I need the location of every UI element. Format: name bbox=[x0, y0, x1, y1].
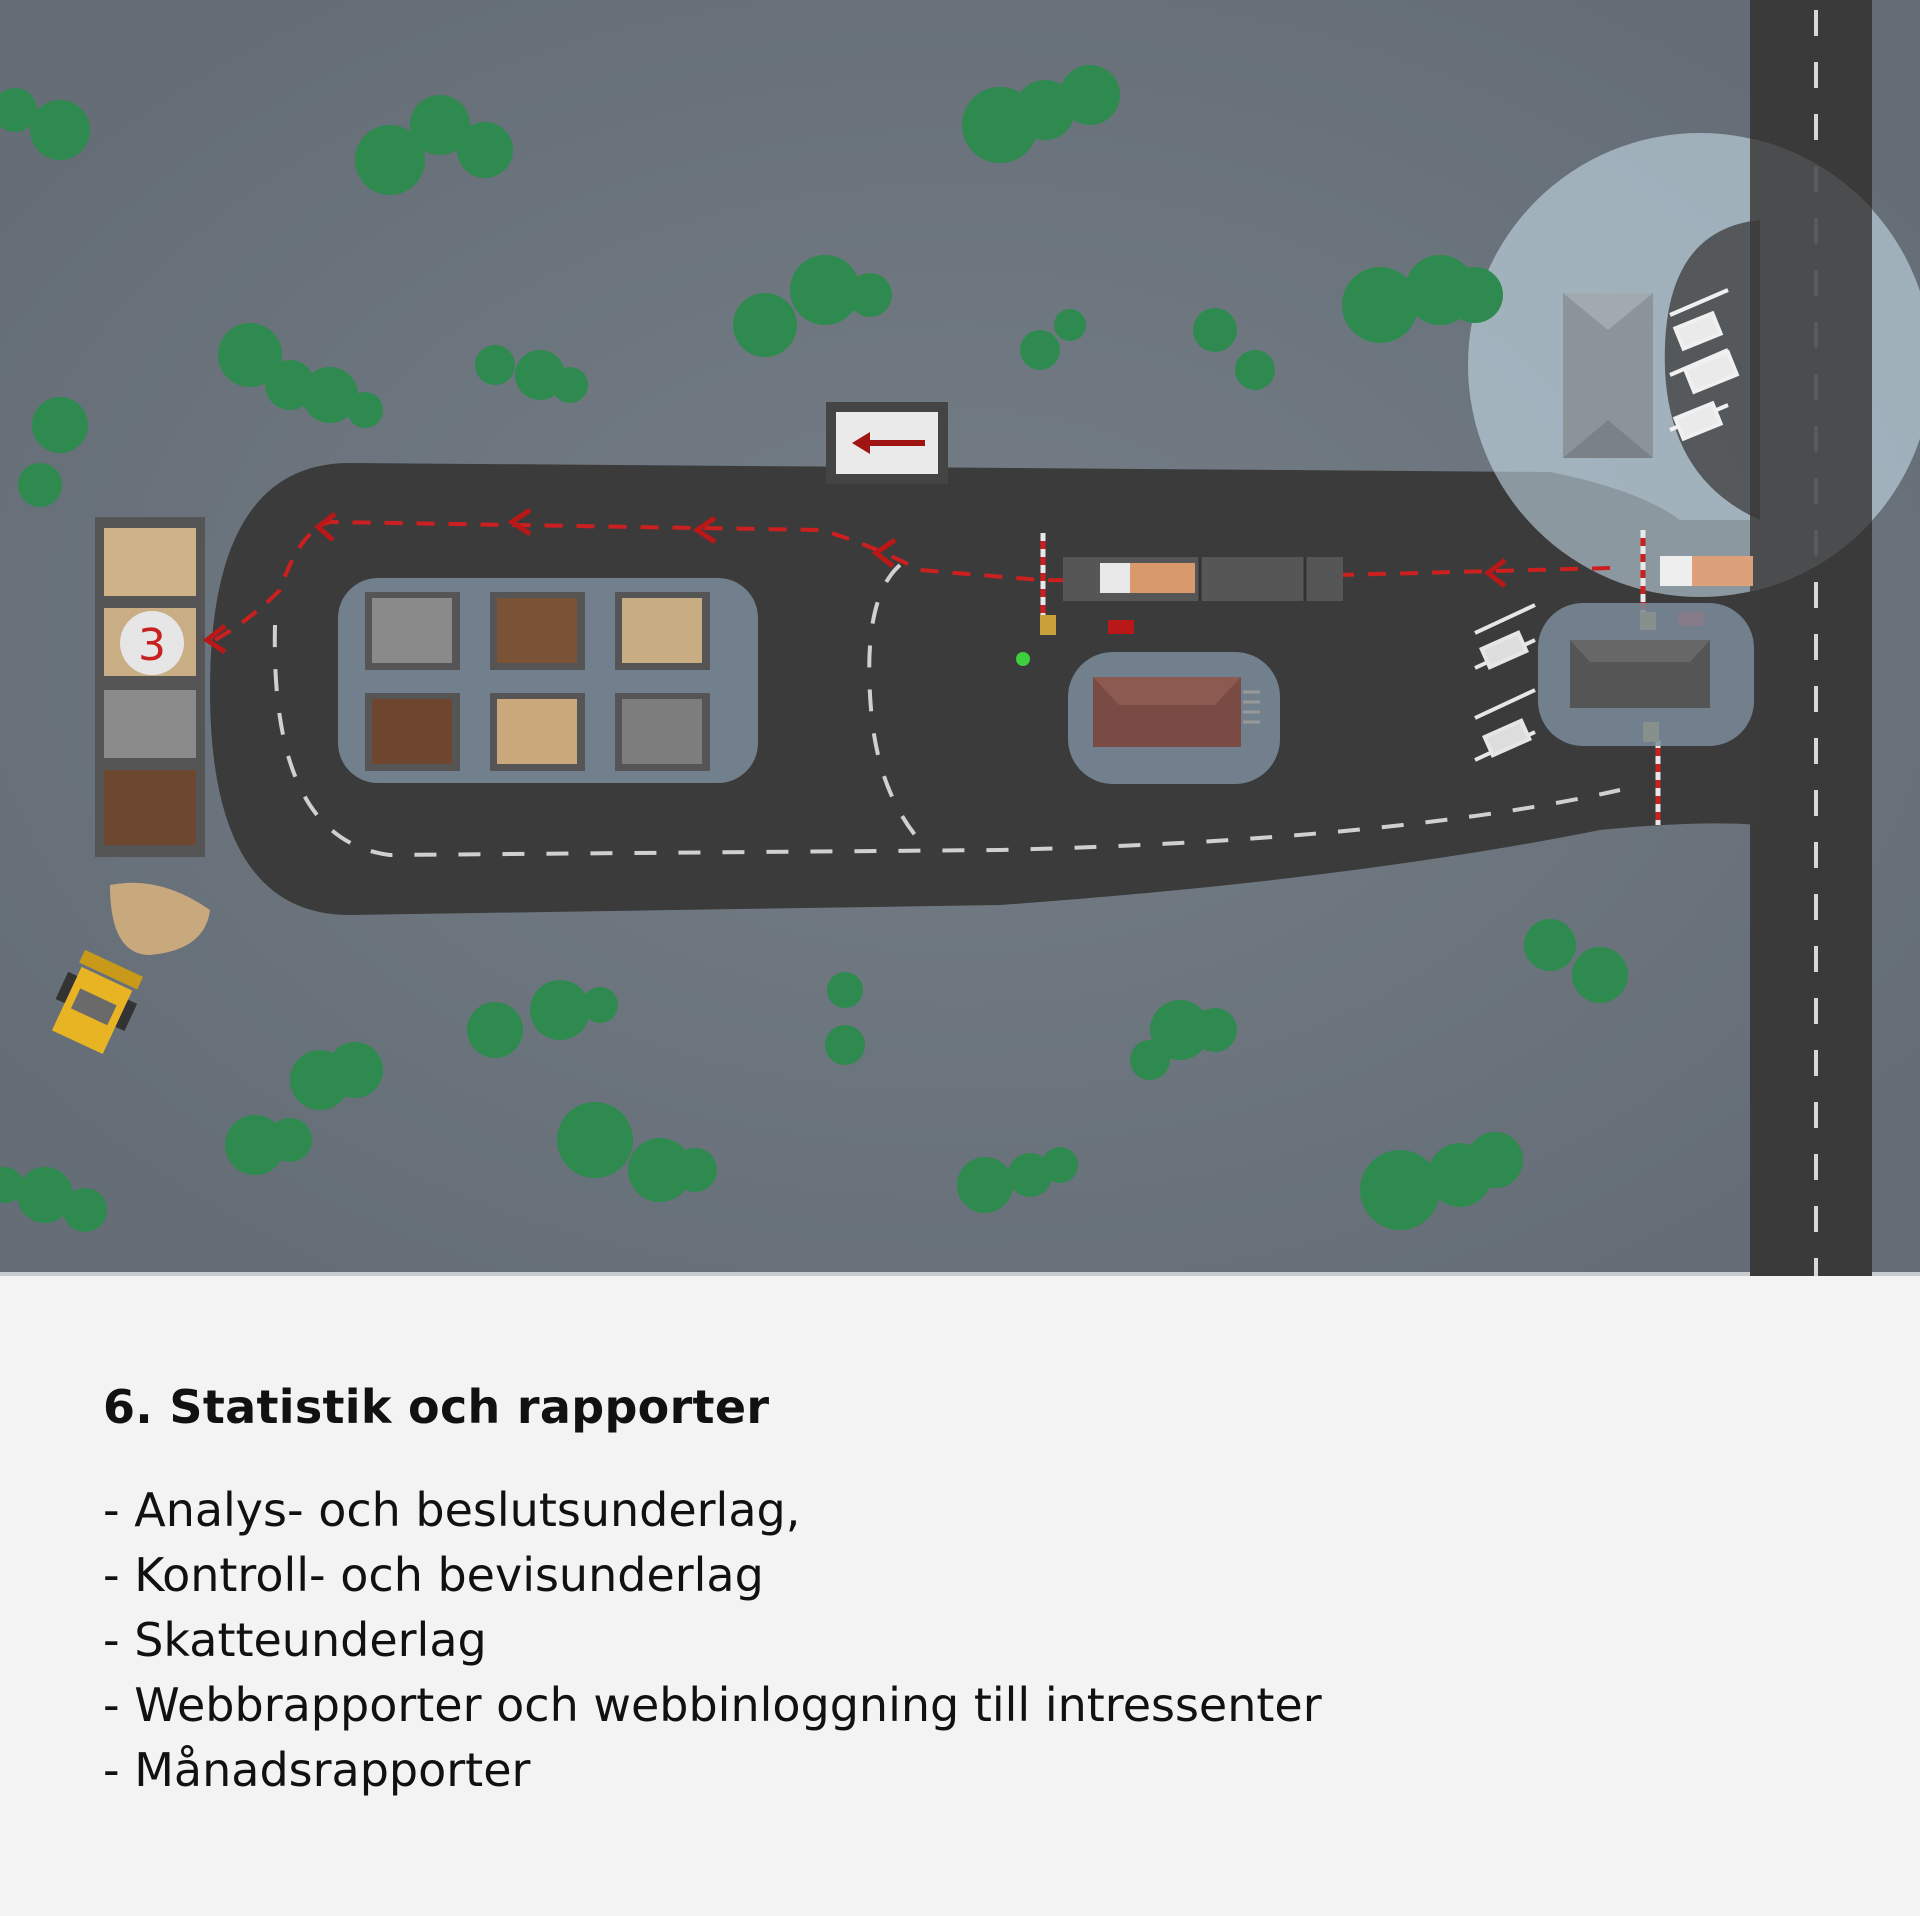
truck-icon bbox=[1100, 563, 1195, 593]
material-bin-icon bbox=[365, 592, 710, 771]
list-item: - Analys- och beslutsunderlag, bbox=[103, 1483, 801, 1537]
site-illustration: 3 bbox=[0, 0, 1920, 1276]
trees bbox=[0, 65, 1628, 1232]
tree-icon bbox=[0, 65, 1628, 1232]
gate-house bbox=[1538, 603, 1754, 746]
station-number: 3 bbox=[138, 620, 166, 671]
text-panel bbox=[0, 1276, 1920, 1916]
list-item: - Skatteunderlag bbox=[103, 1613, 487, 1667]
wheel-loader-icon bbox=[51, 949, 144, 1055]
road-markings bbox=[272, 563, 1621, 858]
office-building bbox=[1563, 293, 1653, 458]
list-item: - Kontroll- och bevisunderlag bbox=[103, 1548, 764, 1602]
list-item: - Månadsrapporter bbox=[103, 1743, 531, 1797]
truck-icon bbox=[1660, 556, 1753, 586]
arrow-sign-icon bbox=[826, 402, 948, 484]
list-item: - Webbrapporter och webbinloggning till … bbox=[103, 1678, 1322, 1732]
route-arrows bbox=[202, 507, 1507, 655]
parking-lot-icon bbox=[1669, 288, 1740, 442]
material-column bbox=[95, 517, 210, 955]
station-number-badge: 3 bbox=[120, 611, 184, 675]
feature-list: - Analys- och beslutsunderlag, - Kontrol… bbox=[103, 1478, 1322, 1803]
material-bin-block bbox=[338, 578, 758, 783]
parking-lot-icon bbox=[1474, 603, 1536, 762]
building-icon bbox=[1068, 652, 1280, 784]
section-heading: 6. Statistik och rapporter bbox=[103, 1380, 770, 1434]
barrier-icon bbox=[1016, 533, 1134, 666]
